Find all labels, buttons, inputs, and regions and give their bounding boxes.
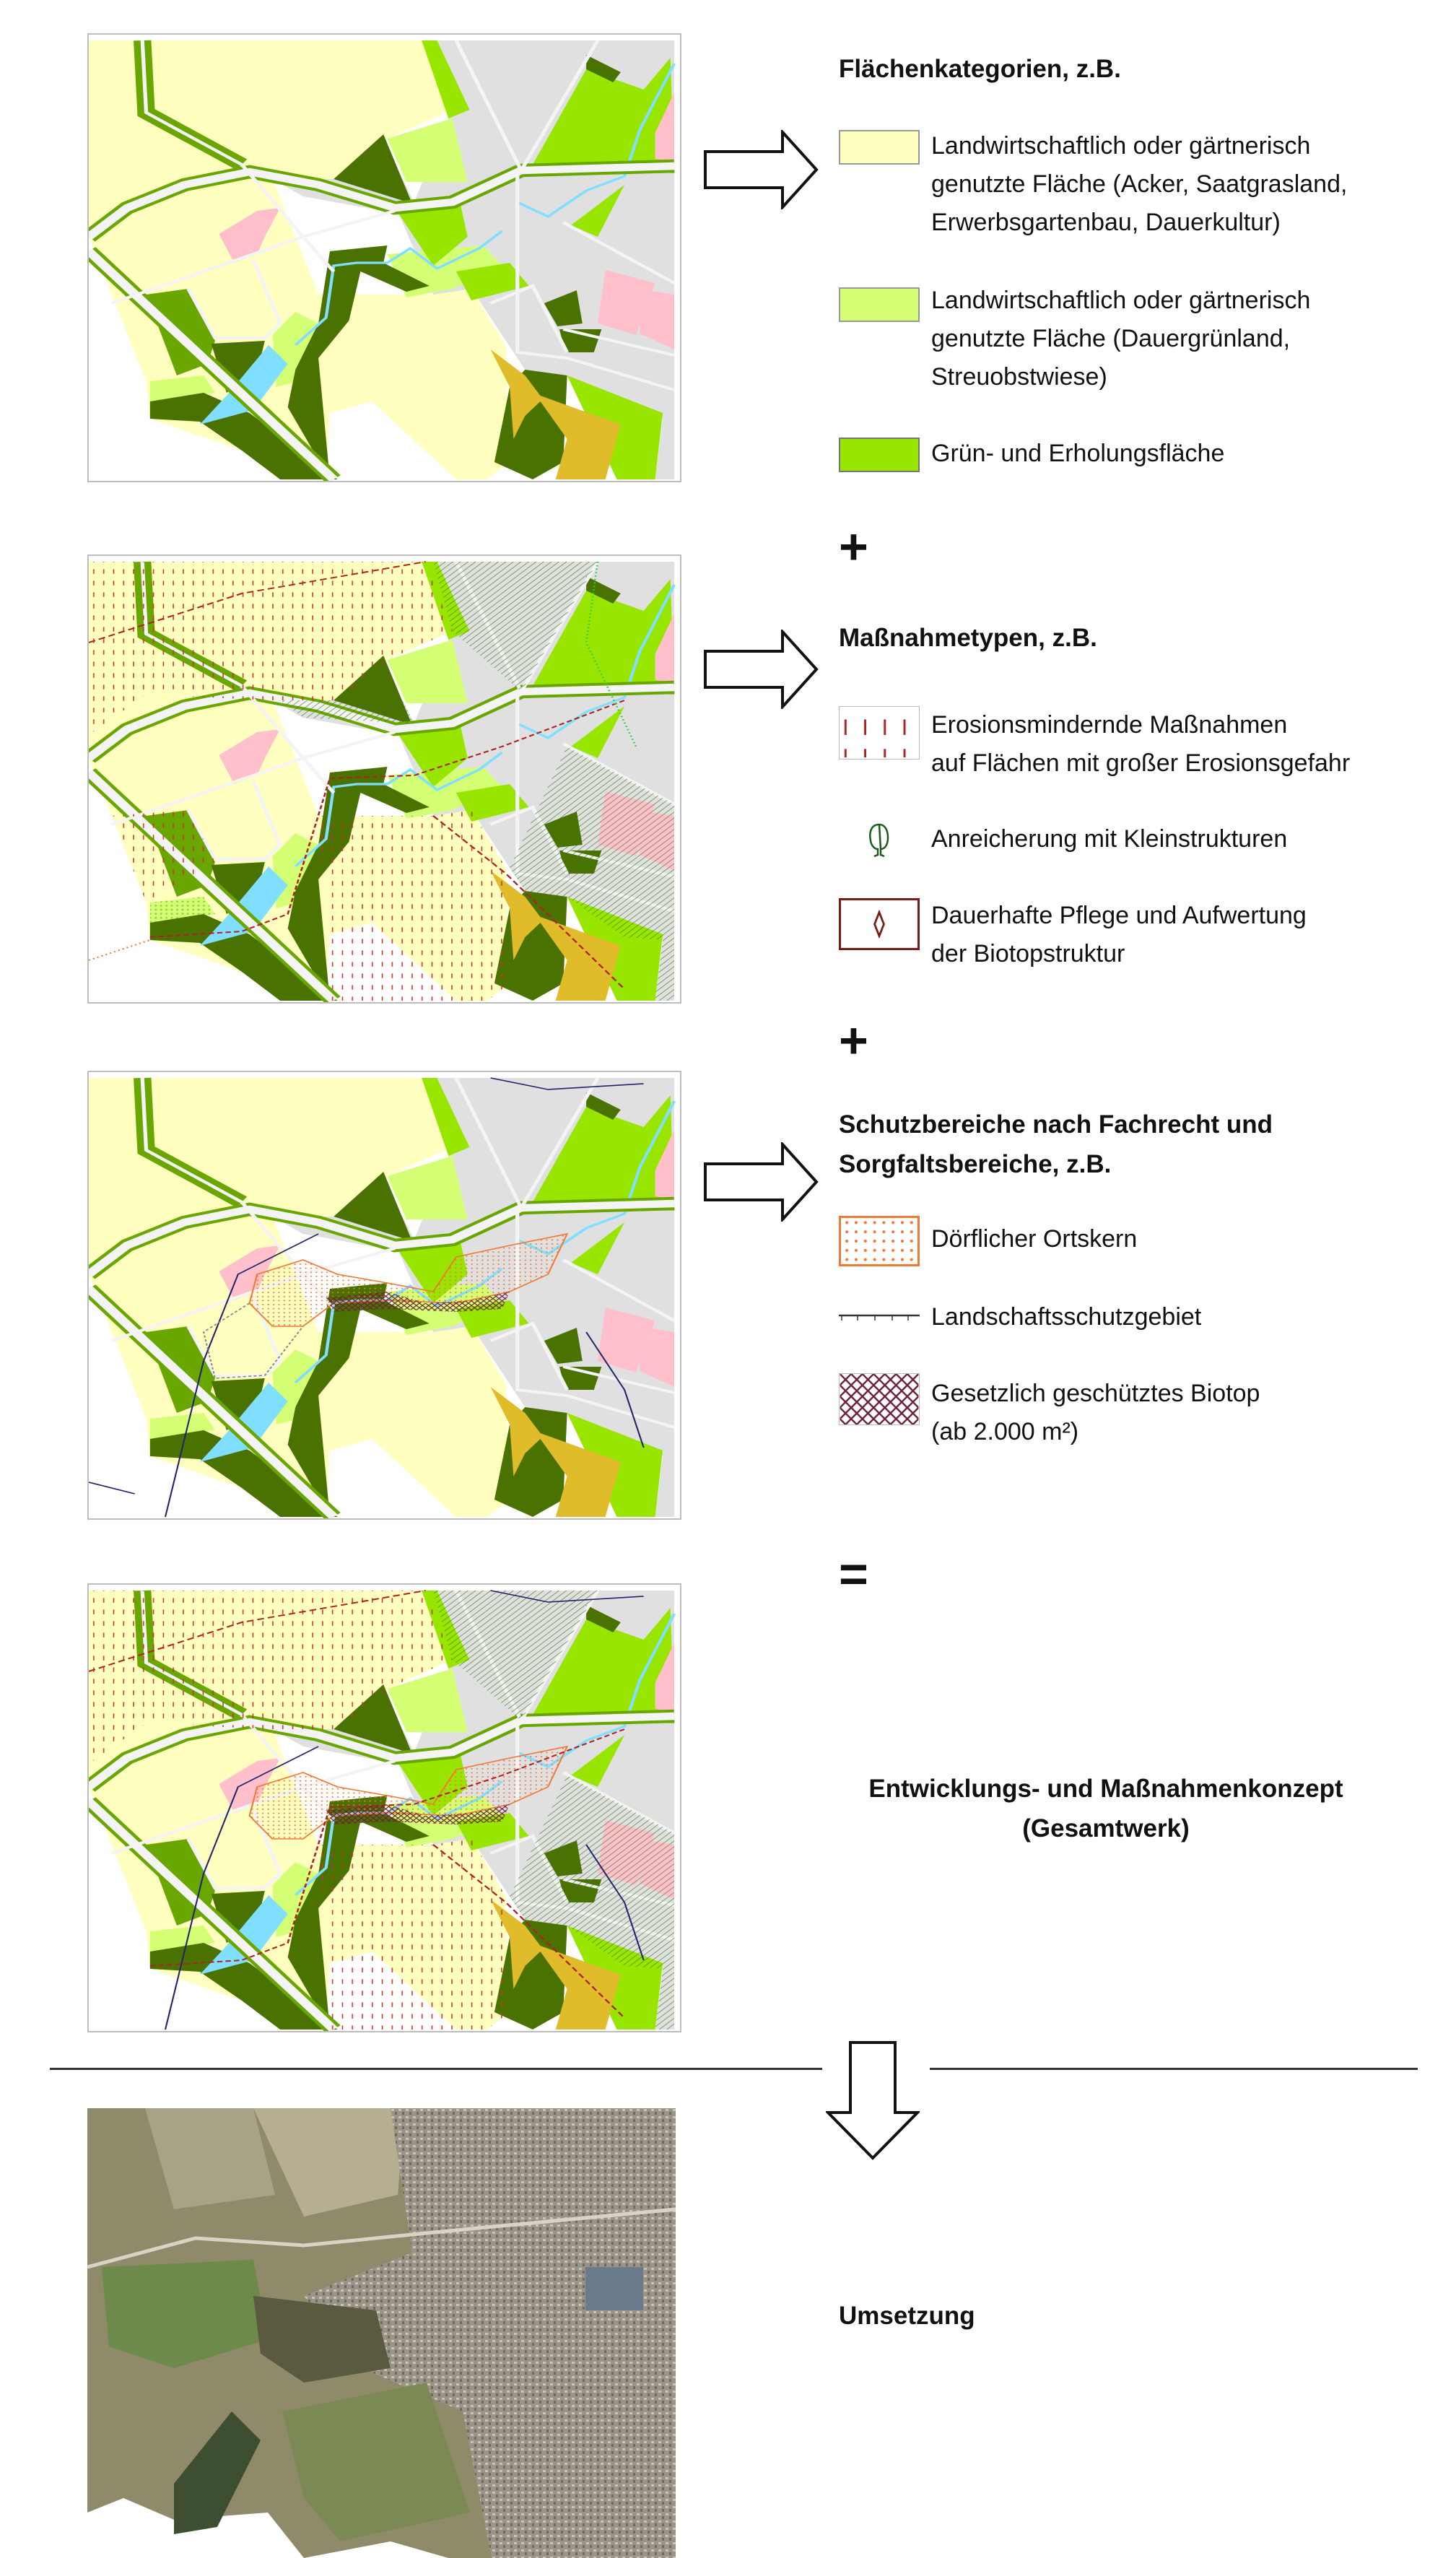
map-measure-types: [87, 554, 681, 1004]
crosshatch-pattern-icon: [839, 1373, 920, 1425]
swatch-grassland: [839, 287, 920, 322]
legend-item-landscape-protection: Landschaftsschutzgebiet: [839, 1298, 1201, 1336]
legend-item-grassland: Landwirtschaftlich oder gärtnerisch genu…: [839, 282, 1310, 396]
aerial-photo: [87, 2108, 676, 2558]
right-arrow-icon: [704, 630, 819, 709]
erosion-pattern-icon: [839, 706, 920, 760]
legend-item-biotope-care: Dauerhafte Pflege und Aufwertung der Bio…: [839, 897, 1307, 973]
legend-item-small-structures: Anreicherung mit Kleinstrukturen: [839, 820, 1287, 858]
map-land-categories: [87, 33, 681, 482]
map-overall-concept: [87, 1583, 681, 2032]
section-title-protection-areas: Schutzbereiche nach Fachrecht und Sorgfa…: [839, 1110, 1273, 1178]
section-title-measure-types: Maßnahmetypen, z.B.: [839, 624, 1097, 652]
swatch-arable: [839, 130, 920, 165]
dotted-pattern-icon: [839, 1216, 920, 1266]
result-title: Entwicklungs- und Maßnahmenkonzept (Gesa…: [868, 1775, 1343, 1843]
legend-item-erosion: Erosionsmindernde Maßnahmen auf Flächen …: [839, 706, 1350, 783]
map-protection-areas: [87, 1071, 681, 1520]
legend-label: Landschaftsschutzgebiet: [931, 1303, 1202, 1331]
tree-icon: [869, 823, 889, 858]
down-arrow-icon: [826, 2041, 920, 2160]
swatch-green-space: [839, 438, 920, 472]
legend-item-green-space: Grün- und Erholungsfläche: [839, 435, 1224, 473]
implementation-title: Umsetzung: [839, 2302, 975, 2330]
divider-left: [50, 2068, 822, 2070]
legend-label: Landwirtschaftlich oder gärtnerisch genu…: [931, 287, 1311, 391]
legend-label: Dörflicher Ortskern: [931, 1225, 1138, 1253]
legend-item-arable: Landwirtschaftlich oder gärtnerisch genu…: [839, 127, 1347, 242]
right-arrow-icon: [704, 130, 819, 209]
legend-label: Anreicherung mit Kleinstrukturen: [931, 825, 1288, 853]
diamond-icon: [839, 898, 920, 950]
legend-item-protected-biotope: Gesetzlich geschütztes Biotop (ab 2.000 …: [839, 1373, 1260, 1451]
boundary-line-icon: [839, 1314, 920, 1321]
equals-operator: =: [839, 1546, 868, 1602]
divider-right: [930, 2068, 1418, 2070]
right-arrow-icon: [704, 1142, 819, 1222]
legend-label: Gesetzlich geschütztes Biotop (ab 2.000 …: [931, 1380, 1260, 1445]
legend-label: Erosionsmindernde Maßnahmen auf Flächen …: [931, 711, 1351, 777]
legend-label: Dauerhafte Pflege und Aufwertung der Bio…: [931, 902, 1307, 967]
legend-label: Grün- und Erholungsfläche: [931, 440, 1225, 467]
plus-operator: +: [839, 1012, 868, 1069]
legend-item-village-core: Dörflicher Ortskern: [839, 1216, 1138, 1266]
legend-label: Landwirtschaftlich oder gärtnerisch genu…: [931, 132, 1348, 236]
plus-operator: +: [839, 518, 868, 575]
section-title-land-categories: Flächenkategorien, z.B.: [839, 55, 1121, 83]
